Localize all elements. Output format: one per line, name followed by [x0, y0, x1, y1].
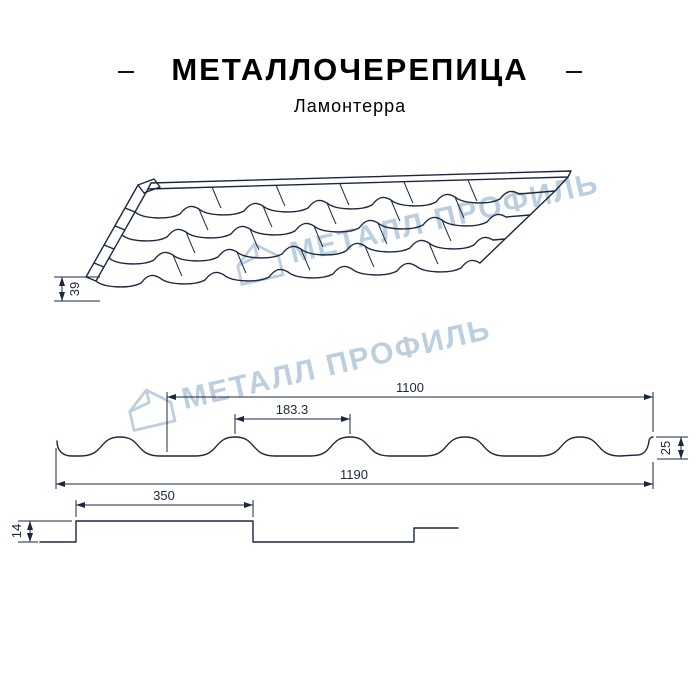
title-right-dash [566, 71, 582, 73]
roof-row-3 [121, 213, 531, 242]
metall-profil-logo-icon [128, 388, 177, 432]
dim-350: 350 [75, 488, 254, 517]
title-left-dash [118, 71, 134, 73]
dim-1100: 1100 [166, 380, 654, 452]
roof-top-tab [137, 178, 161, 194]
dim-183: 183.3 [234, 402, 351, 434]
roof-row-2 [108, 236, 506, 265]
step-curve [39, 520, 459, 543]
profile-curve [56, 436, 654, 457]
dim-25: 25 [656, 436, 688, 460]
dim-39-label: 39 [67, 282, 82, 296]
dim-25-label: 25 [658, 441, 673, 455]
roof-top-edge [147, 170, 572, 190]
roof-right-edge [479, 176, 569, 264]
page-subtitle: Ламонтерра [293, 96, 407, 116]
dim-14: 14 [9, 520, 72, 543]
roof-perspective-drawing: 39 [54, 170, 572, 302]
dim-1190: 1190 [55, 448, 654, 489]
dim-1100-label: 1100 [396, 380, 424, 395]
dim-14-label: 14 [9, 524, 24, 538]
roof-left-edge-band [85, 184, 149, 282]
roof-row-1 [95, 259, 481, 288]
cross-section-drawing: 1100 183.3 25 1190 [55, 380, 688, 489]
dim-1190-label: 1190 [340, 467, 368, 482]
step-profile-drawing: 350 14 [9, 488, 459, 543]
dim-39: 39 [54, 276, 100, 302]
dim-350-label: 350 [153, 488, 175, 503]
dim-183-label: 183.3 [276, 402, 309, 417]
roof-wave-columns [172, 179, 478, 277]
page-title: МЕТАЛЛОЧЕРЕПИЦА [171, 52, 529, 87]
watermark-lower: МЕТАЛЛ ПРОФИЛЬ [123, 309, 495, 434]
